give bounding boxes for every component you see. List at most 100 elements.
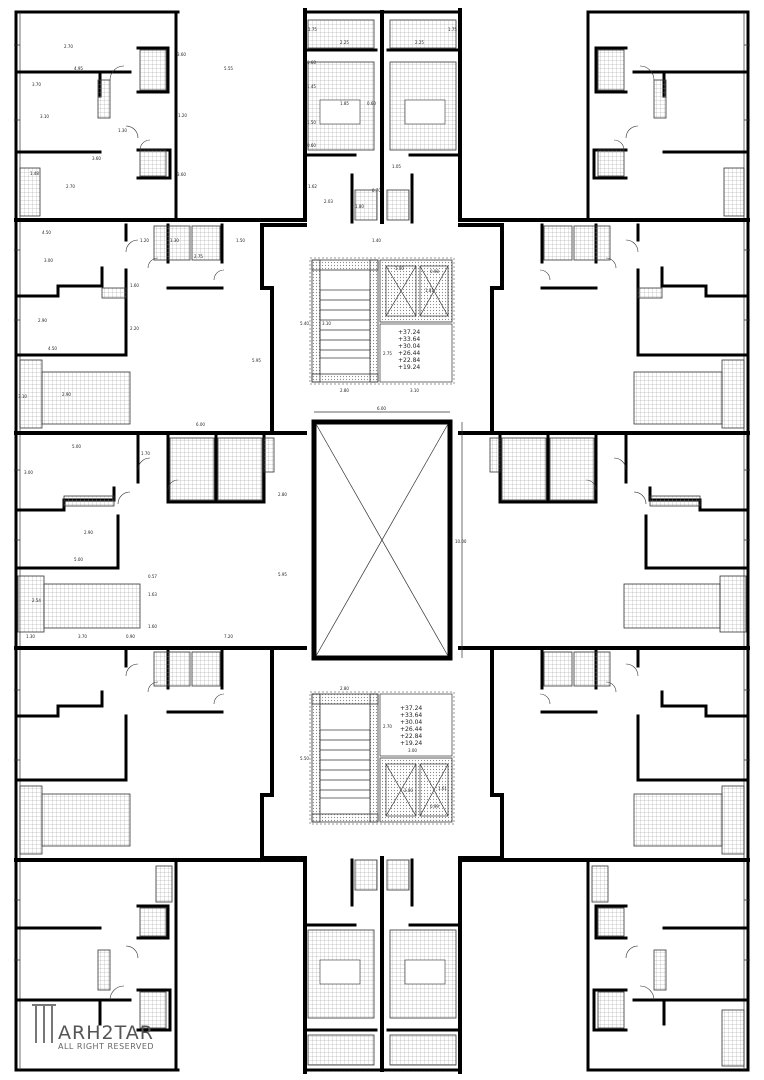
elevation-label: +37.24 — [398, 329, 420, 336]
elevation-label: +33.64 — [400, 712, 422, 719]
elevation-label: +19.24 — [398, 364, 420, 371]
dim-label: 5.95 — [278, 572, 287, 577]
dim-label: 2.80 — [340, 388, 349, 393]
dim-label: 5.00 — [72, 444, 81, 449]
left-wing-bottom-unit — [14, 860, 178, 1072]
dim-center-height: 10.00 — [455, 539, 467, 544]
elevation-label: +37.24 — [400, 705, 422, 712]
left-wing-top-dims: 2.70 4.95 3.70 3.10 1.30 3.60 2.70 5.55 … — [30, 44, 233, 189]
dim-label: 1.48 — [30, 171, 39, 176]
dim-label: 1.05 — [392, 164, 401, 169]
watermark: ARH2TAR ALL RIGHT RESERVED — [58, 1022, 154, 1051]
dim-label: 5.50 — [300, 756, 309, 761]
dim-label: 3.70 — [78, 634, 87, 639]
dim-label: 3.60 — [92, 156, 101, 161]
dim-label: 2.03 — [324, 199, 333, 204]
dim-label: 4.50 — [48, 346, 57, 351]
dim-label: 2.80 — [340, 686, 349, 691]
window-ticks — [14, 44, 750, 961]
elevation-label: +30.04 — [398, 343, 420, 350]
dim-label: 0.70 — [372, 188, 381, 193]
dim-label: 1.50 — [236, 238, 245, 243]
left-wing-center-dims: 5.00 3.00 1.70 2.90 5.00 2.54 1.30 3.70 … — [24, 444, 287, 639]
dim-label: 2.54 — [32, 598, 41, 603]
dim-label: 2.90 — [84, 530, 93, 535]
dim-label: 1.63 — [148, 592, 157, 597]
dim-label: 3.60 — [177, 52, 186, 57]
dim-label: 2.25 — [415, 40, 424, 45]
dim-label: 1.75 — [448, 27, 457, 32]
dim-label: 3.00 — [44, 258, 53, 263]
brand-logo-icon — [32, 1004, 56, 1043]
dim-label: 2.70 — [66, 184, 75, 189]
elevation-label: +19.24 — [400, 740, 422, 747]
left-wing-center-unit — [14, 434, 275, 633]
dim-label: 2.20 — [130, 326, 139, 331]
dim-label: 1.75 — [308, 27, 317, 32]
dim-label: 5.00 — [74, 557, 83, 562]
elevation-label: +30.04 — [400, 719, 422, 726]
dim-label: 4.95 — [74, 66, 83, 71]
dim-label: 1.20 — [140, 238, 149, 243]
right-wing-mid-upper-unit — [539, 223, 750, 429]
right-wing-center-unit — [489, 434, 750, 633]
right-wing-mid-lower-unit — [539, 648, 750, 855]
stair-core-lower — [309, 691, 455, 825]
dim-label: 1.60 — [148, 624, 157, 629]
dim-label: 1.60 — [130, 283, 139, 288]
elevation-label: +26.44 — [398, 350, 420, 357]
dim-label: 2.90 — [62, 392, 71, 397]
dim-label: 3.00 — [408, 748, 417, 753]
dim-label: 5.55 — [224, 66, 233, 71]
dim-label: 3.00 — [24, 470, 33, 475]
dim-label: 1.62 — [308, 184, 317, 189]
right-wing-top-unit — [586, 10, 750, 220]
dim-label: 3.60 — [177, 172, 186, 177]
dim-label: 2.75 — [383, 351, 392, 356]
dim-label: 2.70 — [383, 724, 392, 729]
dim-label: 3.10 — [410, 388, 419, 393]
dim-label: 3.10 — [40, 114, 49, 119]
dim-label: 2.70 — [64, 44, 73, 49]
dim-label: 3.10 — [322, 321, 331, 326]
dim-label: 0.90 — [126, 634, 135, 639]
dim-label: 1.45 — [307, 84, 316, 89]
dim-label: 2.90 — [38, 318, 47, 323]
dim-label: 0.98 — [430, 269, 439, 274]
dim-label: 1.70 — [141, 451, 150, 456]
watermark-brand: ARH2TAR — [58, 1022, 154, 1044]
dim-label: 0.60 — [307, 143, 316, 148]
right-wing-bottom-unit — [586, 860, 750, 1072]
dim-label: 1.85 — [340, 101, 349, 106]
dim-label: 1.50 — [307, 120, 316, 125]
dim-label: 7.20 — [224, 634, 233, 639]
dim-label: 2.75 — [194, 254, 203, 259]
elevation-label: +33.64 — [398, 336, 420, 343]
left-wing-mid-lower-unit — [14, 648, 225, 855]
core-dimensions: 2.80 3.10 5.40 3.10 2.75 1.00 0.98 1.81 … — [300, 266, 447, 809]
left-wing-mid-upper-dims: 4.50 3.00 1.20 1.30 2.75 1.50 2.90 4.50 … — [18, 230, 261, 427]
dim-label: 5.40 — [300, 321, 309, 326]
top-unit-dimensions: 1.75 2.25 2.25 1.75 0.60 1.45 1.85 0.60 … — [307, 27, 457, 209]
elevation-label: +22.84 — [400, 733, 422, 740]
dim-label: 6.00 — [196, 422, 205, 427]
dim-label: 4.50 — [42, 230, 51, 235]
top-center-rooms — [303, 10, 462, 1072]
dim-label: 1.30 — [118, 128, 127, 133]
dim-label: 3.10 — [18, 394, 27, 399]
dim-label: 2.25 — [340, 40, 349, 45]
dim-label: 1.61 — [438, 786, 447, 791]
dim-label: 1.30 — [26, 634, 35, 639]
dim-label: 2.00 — [404, 788, 413, 793]
stair-core-upper — [309, 257, 455, 385]
dim-label: 0.60 — [367, 101, 376, 106]
dim-label: 2.80 — [278, 492, 287, 497]
elevations-lower: +37.24 +33.64 +30.04 +26.44 +22.84 +19.2… — [400, 705, 422, 747]
dim-label: 0.57 — [148, 574, 157, 579]
dim-label: 5.95 — [252, 358, 261, 363]
dim-label: 1.80 — [355, 204, 364, 209]
dim-label: 1.00 — [395, 266, 404, 271]
dim-label: 1.30 — [170, 238, 179, 243]
dim-label: 3.70 — [32, 82, 41, 87]
